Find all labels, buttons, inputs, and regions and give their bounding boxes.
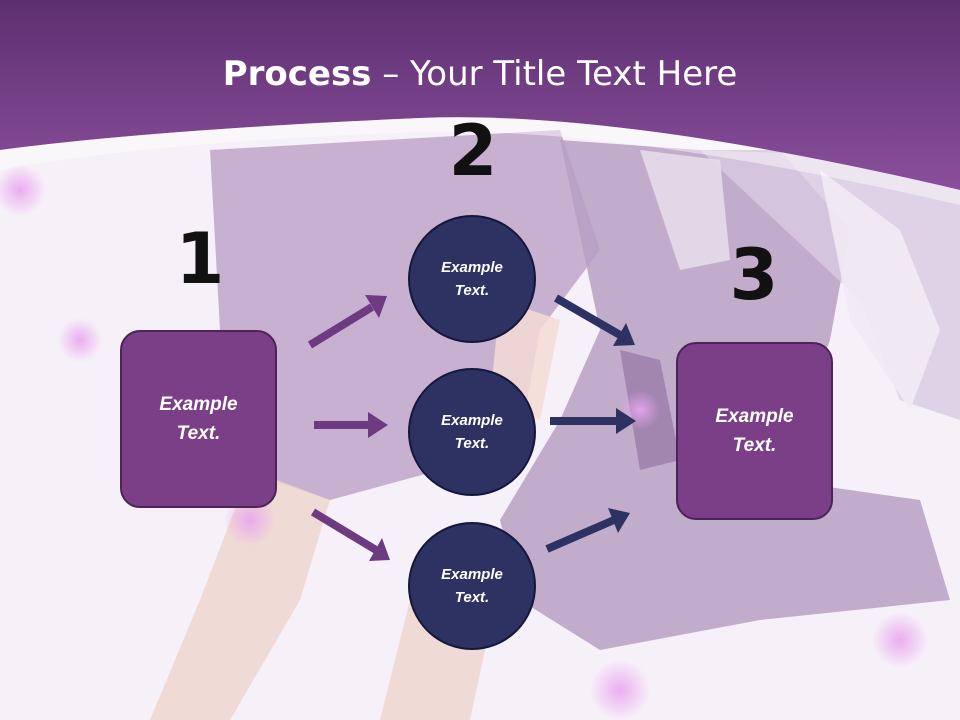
process-circle-middle: Example Text. [408, 368, 536, 496]
circle-middle-text: Example Text. [441, 412, 503, 452]
step-number-1: 1 [175, 218, 225, 300]
arrow-right-up [553, 294, 635, 346]
arrow-left-down [310, 508, 390, 561]
title-rest: – Your Title Text Here [371, 54, 738, 94]
process-box-left: Example Text. [120, 330, 277, 508]
arrow-left-middle [314, 412, 388, 438]
circle-top-text: Example Text. [441, 259, 503, 299]
slide-title: Process – Your Title Text Here [0, 52, 960, 96]
step-number-3: 3 [729, 234, 779, 316]
box-left-text: Example Text. [159, 394, 238, 444]
circle-bottom-text: Example Text. [441, 566, 503, 606]
title-bold: Process [222, 54, 372, 94]
box-right-text: Example Text. [715, 406, 794, 456]
arrow-left-up [307, 295, 387, 349]
step-number-2: 2 [448, 110, 498, 192]
arrow-right-down [545, 508, 630, 553]
process-box-right: Example Text. [676, 342, 833, 520]
arrow-right-middle [550, 408, 636, 434]
process-circle-bottom: Example Text. [408, 522, 536, 650]
process-circle-top: Example Text. [408, 215, 536, 343]
